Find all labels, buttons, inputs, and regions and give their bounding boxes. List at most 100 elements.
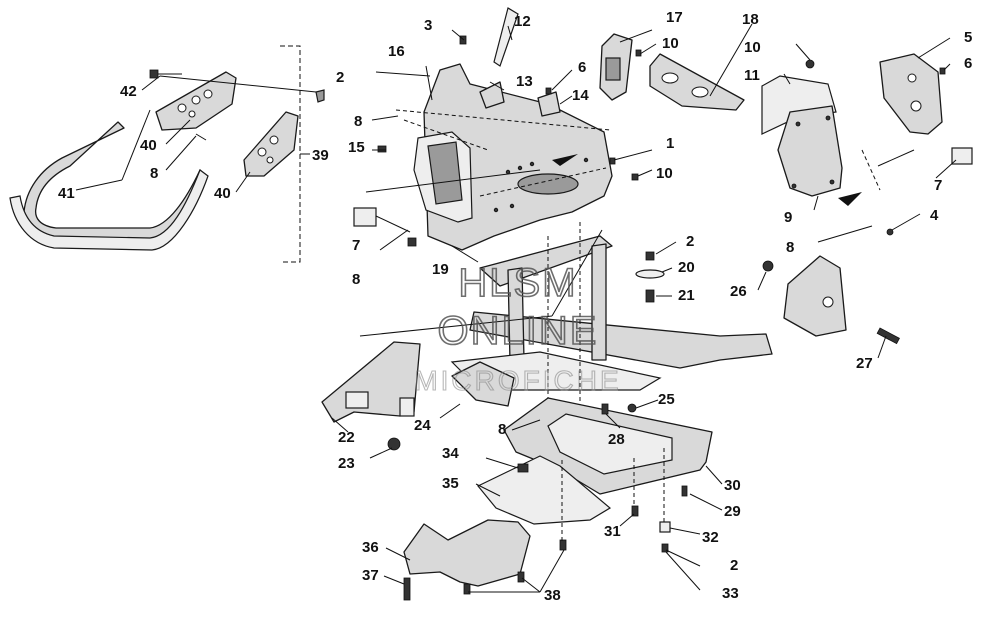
- callout-1: 1: [666, 135, 674, 152]
- bracket-11: [761, 75, 837, 135]
- callout-27: 27: [856, 355, 873, 372]
- bracket-hole: [266, 156, 274, 164]
- nut-25-icon: [627, 403, 637, 413]
- screw-6-icon: [939, 67, 946, 75]
- callout-29: 29: [724, 503, 741, 520]
- clip-2-icon: [661, 543, 669, 553]
- callout-42: 42: [120, 83, 137, 100]
- front-bumper-tube-lower: [9, 169, 209, 251]
- callout-10: 10: [744, 39, 761, 56]
- main-frame-assembly: [321, 222, 900, 459]
- clip-2-icon: [645, 251, 655, 261]
- bracket-22-sleeve: [399, 397, 415, 417]
- callout-labels: 1 2 2 2 3 4 5 6 6 7 7 8 8 8 8 8 9 10 10 …: [58, 9, 972, 604]
- callout-6: 6: [964, 55, 972, 72]
- callout-10: 10: [656, 165, 673, 182]
- bumper-bracket-lower: [243, 111, 299, 177]
- mount-bracket-26: [783, 255, 847, 337]
- callout-40: 40: [140, 137, 157, 154]
- callout-35: 35: [442, 475, 459, 492]
- callout-8: 8: [498, 421, 506, 438]
- callout-7: 7: [352, 237, 360, 254]
- bracket-17-slot: [605, 57, 621, 81]
- bracket-5: [879, 53, 943, 135]
- callout-38: 38: [544, 587, 561, 604]
- screw-38-icon: [517, 571, 525, 583]
- callout-17: 17: [666, 9, 683, 26]
- callout-8: 8: [352, 271, 360, 288]
- centerline: [479, 167, 607, 197]
- plate-18: [649, 53, 745, 111]
- callout-20: 20: [678, 259, 695, 276]
- bolt-19-icon: [407, 237, 417, 247]
- nut-4-icon: [886, 228, 894, 236]
- callout-2: 2: [686, 233, 694, 250]
- centerline: [861, 149, 881, 191]
- bolt-21-icon: [645, 289, 655, 303]
- frame-opening-inner: [427, 141, 463, 205]
- frame-oval-cutout: [517, 173, 579, 195]
- callout-9: 9: [784, 209, 792, 226]
- callout-3: 3: [424, 17, 432, 34]
- bumper-assembly: [9, 45, 325, 263]
- panel-9: [777, 105, 843, 197]
- callout-28: 28: [608, 431, 625, 448]
- screw-38-icon: [463, 583, 471, 595]
- watermark-line-2: ONLINE: [438, 309, 599, 353]
- callout-31: 31: [604, 523, 621, 540]
- washer-20-icon: [635, 269, 665, 279]
- callout-8: 8: [354, 113, 362, 130]
- centerline: [395, 109, 611, 131]
- direction-arrow-icon: [838, 192, 862, 206]
- nut-8-icon: [195, 133, 207, 141]
- screw-6-icon: [545, 87, 552, 95]
- bracket-hole: [269, 135, 279, 145]
- clip-34-icon: [517, 463, 529, 473]
- bolt-16-icon: [375, 71, 431, 77]
- clip-1-icon: [609, 157, 616, 165]
- callout-16: 16: [388, 43, 405, 60]
- callout-41: 41: [58, 185, 75, 202]
- callout-36: 36: [362, 539, 379, 556]
- screw-38-icon: [559, 539, 567, 551]
- callout-23: 23: [338, 455, 355, 472]
- callout-18: 18: [742, 11, 759, 28]
- washer-32-icon: [659, 521, 671, 533]
- callout-5: 5: [964, 29, 972, 46]
- bracket-14: [537, 91, 561, 117]
- bracket-hole: [191, 95, 201, 105]
- frame-crossmember: [469, 311, 773, 369]
- callout-22: 22: [338, 429, 355, 446]
- callout-4: 4: [930, 207, 939, 224]
- skid-plate-assembly: [383, 397, 723, 601]
- callout-25: 25: [658, 391, 675, 408]
- bolt-28-icon: [601, 403, 609, 415]
- nut-10-icon: [631, 173, 639, 181]
- watermark-line-3: MICROFICHE: [414, 365, 621, 396]
- bolt-37-icon: [403, 577, 411, 601]
- callout-19: 19: [432, 261, 449, 278]
- bracket-hole: [203, 89, 213, 99]
- screw-29-icon: [681, 485, 688, 497]
- bracket-13: [479, 81, 505, 109]
- callout-10: 10: [662, 35, 679, 52]
- bracket-hole: [257, 147, 267, 157]
- callout-37: 37: [362, 567, 379, 584]
- bolt-15-icon: [377, 145, 387, 153]
- watermark: HLSM ONLINE MICROFICHE: [414, 260, 621, 396]
- guard-36: [403, 519, 531, 587]
- direction-arrow-icon: [552, 154, 578, 166]
- nut-26-icon: [762, 260, 774, 272]
- nut-10-icon: [805, 59, 815, 69]
- callout-39: 39: [312, 147, 329, 164]
- frame-upright-right: [591, 243, 607, 361]
- bolt-27-icon: [876, 327, 900, 345]
- nut-10-icon: [635, 49, 642, 57]
- screw-3-icon: [459, 35, 467, 45]
- callout-8: 8: [786, 239, 794, 256]
- callout-30: 30: [724, 477, 741, 494]
- front-frame-assembly: [353, 7, 753, 263]
- callout-14: 14: [572, 87, 589, 104]
- callout-21: 21: [678, 287, 695, 304]
